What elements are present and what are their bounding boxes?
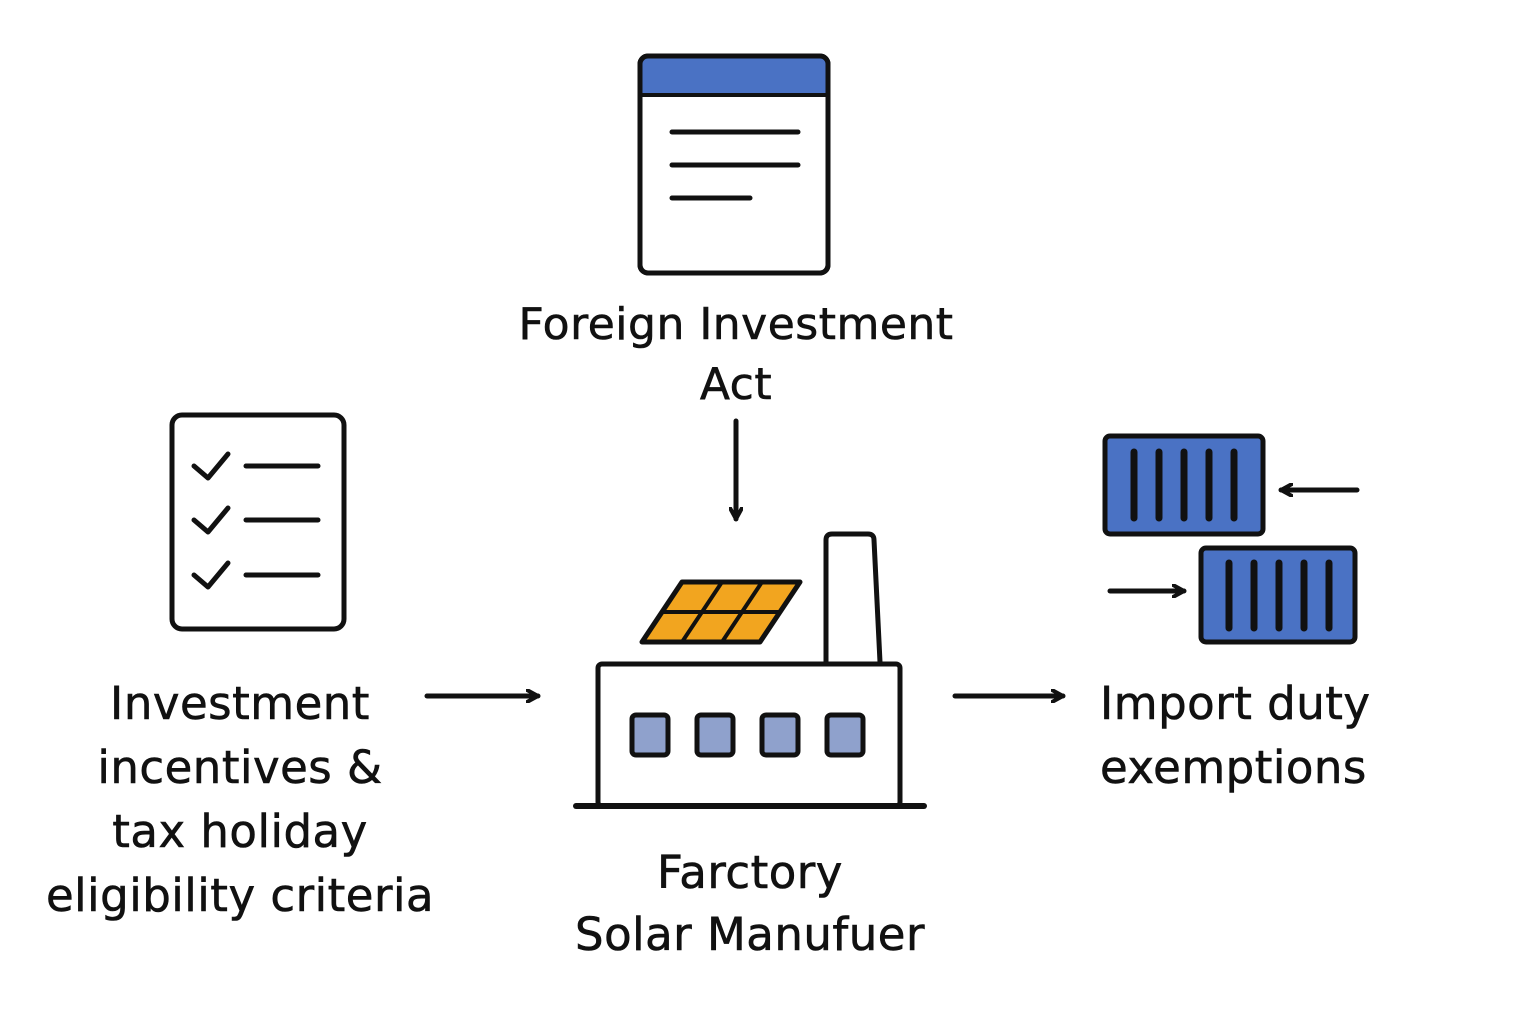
document-icon: [637, 53, 831, 276]
label-line: Solar Manufuer: [575, 908, 925, 962]
label-line: Investment: [110, 677, 370, 731]
label-line: Farctory: [657, 846, 843, 900]
label-factory: Farctory Solar Manufuer: [520, 842, 980, 966]
label-investment-incentives: Investment incentives & tax holiday elig…: [20, 672, 460, 928]
factory-solar-icon: [573, 531, 927, 809]
label-line: incentives &: [97, 741, 383, 795]
label-line: exemptions: [1100, 741, 1367, 795]
label-line: Act: [699, 359, 773, 411]
label-line: Foreign Investment: [518, 299, 954, 351]
solar-panel-icon: [639, 579, 803, 645]
label-line: Import duty: [1100, 677, 1371, 731]
checklist-icon: [169, 412, 347, 632]
label-line: eligibility criteria: [45, 869, 435, 923]
label-foreign-investment-act: Foreign Investment Act: [486, 295, 986, 415]
label-import-duty-exemptions: Import duty exemptions: [1100, 672, 1400, 800]
label-line: tax holiday: [112, 805, 368, 859]
shipping-containers-icon: [1102, 433, 1360, 645]
